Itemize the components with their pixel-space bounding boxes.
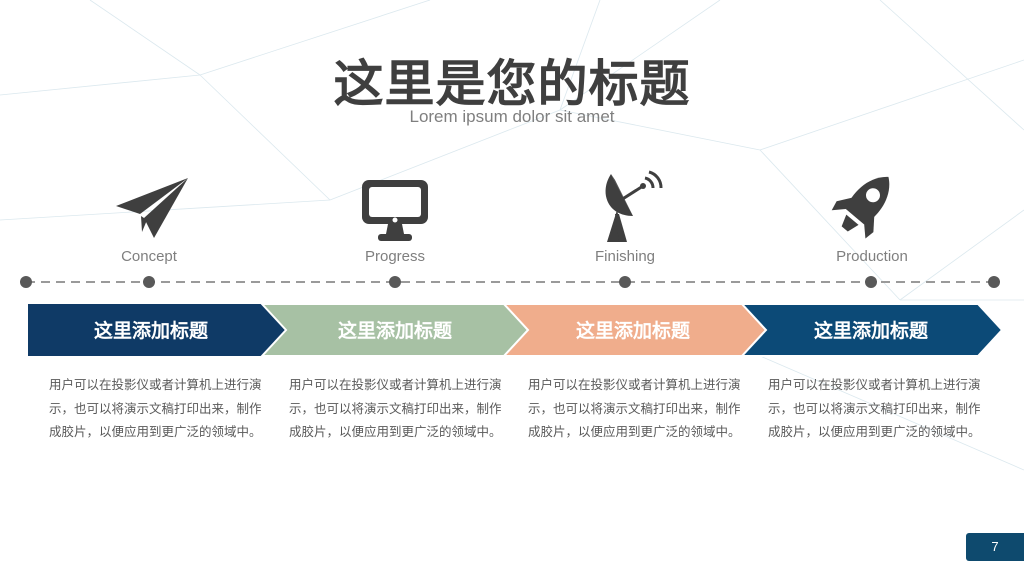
chevron-heading-production: 这里添加标题 — [813, 320, 928, 342]
description-production: 用户可以在投影仪或者计算机上进行演示，也可以将演示文稿打印出来，制作成胶片，以便… — [768, 377, 981, 439]
timeline-dot — [988, 276, 1000, 288]
chevron-heading-finishing: 这里添加标题 — [575, 320, 690, 342]
timeline-dot — [389, 276, 401, 288]
chevron-heading-concept: 这里添加标题 — [93, 320, 208, 342]
timeline-dot — [619, 276, 631, 288]
timeline-dot — [20, 276, 32, 288]
slide-subtitle: Lorem ipsum dolor sit amet — [409, 107, 615, 126]
monitor-icon — [360, 178, 430, 244]
satellite-dish-icon — [597, 170, 667, 244]
timeline-dot — [143, 276, 155, 288]
process-chevrons — [28, 303, 1004, 357]
stage-label-finishing: Finishing — [594, 248, 656, 265]
description-finishing: 用户可以在投影仪或者计算机上进行演示，也可以将演示文稿打印出来，制作成胶片，以便… — [528, 377, 741, 439]
chevron-production — [739, 303, 1004, 357]
description-progress: 用户可以在投影仪或者计算机上进行演示，也可以将演示文稿打印出来，制作成胶片，以便… — [289, 377, 502, 439]
chevron-concept — [28, 304, 286, 356]
page-number-badge: 7 — [966, 533, 1024, 561]
stage-label-progress: Progress — [364, 248, 426, 265]
slide-title: 这里是您的标题 — [333, 55, 691, 113]
chevron-heading-progress: 这里添加标题 — [337, 320, 452, 342]
paper-plane-icon — [114, 176, 190, 240]
rocket-icon — [828, 166, 900, 246]
stage-label-concept: Concept — [121, 248, 177, 265]
stage-label-production: Production — [836, 248, 908, 265]
description-concept: 用户可以在投影仪或者计算机上进行演示，也可以将演示文稿打印出来，制作成胶片，以便… — [49, 377, 262, 439]
timeline-dot — [865, 276, 877, 288]
